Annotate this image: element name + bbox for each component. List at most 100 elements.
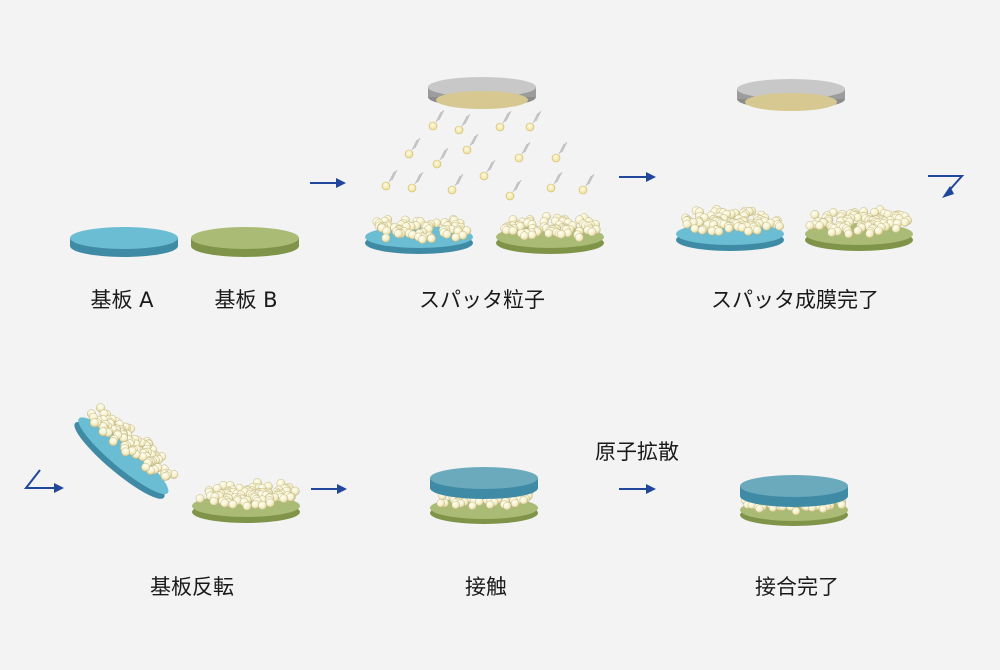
film-particle [714, 227, 724, 236]
particle-trail [555, 172, 561, 184]
contact-stack [430, 467, 538, 524]
particle-trail [585, 175, 592, 187]
particle-trail [454, 175, 461, 187]
substrate-a-film [676, 204, 784, 251]
film-particle [98, 427, 108, 437]
particle-trail [390, 170, 396, 182]
sputter-particle [428, 121, 438, 131]
film-particle [865, 229, 875, 239]
particle-trail [438, 109, 445, 121]
film-particle [209, 496, 219, 506]
film-particle [815, 221, 825, 231]
particle-trail [463, 114, 469, 126]
particle-trail [461, 115, 468, 127]
sputter-particle [479, 171, 489, 181]
film-particle [393, 229, 403, 239]
substrate-b-film [805, 205, 913, 251]
film-particle [442, 229, 452, 239]
film-particle [587, 227, 597, 237]
film-particle [451, 232, 461, 242]
film-particle [805, 221, 815, 231]
sputter-particle [505, 191, 515, 201]
particle-trail [561, 141, 568, 153]
film-particle [853, 226, 863, 236]
film-particle [195, 494, 205, 503]
film-particle [258, 501, 267, 510]
particle-trail [558, 143, 565, 155]
film-particle [519, 496, 528, 505]
particle-trail [523, 142, 529, 154]
arrow-return-icon [928, 175, 965, 198]
sputter-particle [432, 159, 442, 169]
film-particle [874, 226, 884, 236]
particle-trail [502, 112, 509, 124]
sputter-particle [495, 122, 505, 132]
particle-trail [442, 147, 449, 159]
particle-trail [588, 173, 595, 185]
particle-trail [439, 149, 446, 161]
film-particle [682, 219, 692, 229]
sputter-particle [447, 185, 457, 195]
particle-trail [464, 113, 471, 125]
label-atomic-diffusion: 原子拡散 [595, 440, 679, 464]
arrow-right-icon [311, 484, 347, 494]
film-particle [436, 499, 445, 508]
bonded-stack [740, 475, 848, 526]
particle-trail [556, 171, 563, 183]
sputter-particle [546, 183, 556, 193]
film-particle [697, 225, 707, 235]
label-bonding-complete: 接合完了 [755, 575, 839, 599]
sputter-target [428, 77, 536, 109]
particle-trail [414, 173, 421, 185]
film-particle [475, 497, 484, 506]
sputter-particle [404, 149, 414, 159]
sputter-particle [578, 185, 588, 195]
sputter-particle [525, 122, 535, 132]
film-particle [755, 504, 764, 513]
film-particle [427, 234, 436, 244]
film-particle [724, 223, 734, 233]
particle-trail [486, 161, 493, 173]
film-particle [690, 224, 700, 234]
film-particle [891, 224, 901, 234]
label-sputter-complete: スパッタ成膜完了 [711, 288, 879, 312]
arrow-right-icon [619, 172, 656, 182]
particle-trail [441, 148, 447, 160]
substrate-b-film-lower [192, 478, 300, 523]
label-substrate-flip: 基板反転 [150, 575, 234, 599]
particle-trail [587, 174, 593, 186]
film-particle [762, 221, 771, 231]
film-particle [418, 235, 427, 244]
particle-trail [489, 159, 496, 171]
particle-trail [469, 135, 476, 147]
particle-trail [535, 110, 542, 122]
film-particle [791, 507, 801, 516]
film-particle [556, 230, 566, 239]
film-particle [160, 472, 170, 481]
particle-trail [512, 181, 519, 193]
film-particle [451, 500, 460, 510]
particle-trail [457, 173, 464, 185]
film-particle [508, 226, 518, 236]
film-particle [89, 418, 99, 428]
sputter-particle [551, 153, 561, 163]
film-particle [510, 499, 520, 508]
particle-trail [437, 110, 443, 122]
film-particle [381, 233, 391, 243]
film-particle [279, 494, 289, 504]
film-particle [753, 225, 762, 235]
falling-sputter-particles [381, 109, 595, 201]
film-particle [827, 228, 837, 238]
particle-trail [411, 139, 418, 151]
particle-trail [471, 134, 477, 146]
label-substrate-a: 基板 A [90, 288, 154, 312]
particle-trail [532, 112, 539, 124]
particle-trail [505, 110, 512, 122]
film-particle [220, 498, 230, 508]
film-particle [544, 229, 554, 238]
film-particle [485, 500, 495, 509]
film-particle [775, 221, 784, 231]
particle-trail [553, 173, 560, 185]
substrate-a-coating [365, 215, 473, 254]
particle-trail [524, 141, 531, 153]
